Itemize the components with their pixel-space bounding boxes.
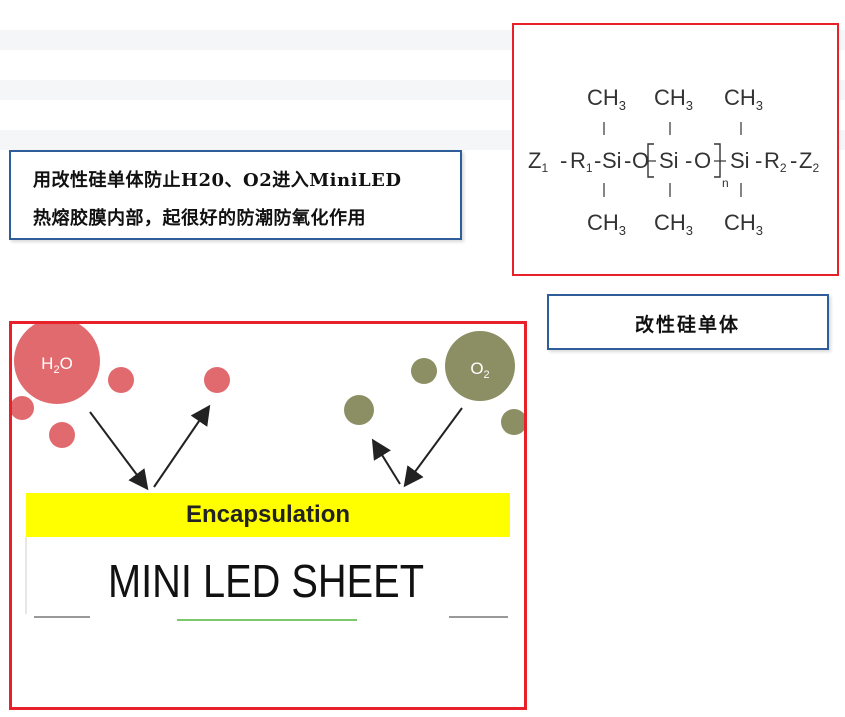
description-box: 用改性硅单体防止H20、O2进入MiniLED 热熔胶膜内部，起很好的防潮防氧化… (9, 150, 462, 240)
repeat-n: n (722, 176, 729, 190)
svg-text:-: - (755, 148, 762, 173)
o2-particle (411, 358, 437, 384)
mini-led-sheet (26, 537, 510, 617)
r2-label: R2 (764, 148, 787, 175)
o2-molecule (445, 331, 515, 401)
ch3-bottom-2: CH3 (654, 210, 693, 238)
ch3-bottom-1: CH3 (587, 210, 626, 238)
ch3-top-1: CH3 (587, 85, 626, 113)
si-atom-2: Si (659, 148, 679, 173)
h2o-molecule (14, 324, 100, 404)
o-atom-1: O (632, 148, 649, 173)
caption-box: 改性硅单体 (547, 294, 829, 350)
formula-structure: CH3 CH3 CH3 Z1 - R1 - Si - O Si - O n S (528, 85, 819, 238)
diagram-canvas: H2O O2 Encapsulation MINI LED SHEET (12, 324, 524, 621)
o2-particle (344, 395, 374, 425)
si-atom-1: Si (602, 148, 622, 173)
incoming-arrow (403, 407, 463, 488)
mini-led-sheet-label: MINI LED SHEET (108, 555, 424, 607)
encapsulation-label: Encapsulation (186, 501, 350, 528)
h2o-droplet (108, 367, 134, 393)
o2-particle (501, 409, 524, 435)
h2o-droplet (12, 396, 34, 420)
h2o-label: H2O (41, 354, 73, 376)
si-atom-3: Si (730, 148, 750, 173)
incoming-arrow (89, 411, 149, 491)
reflected-arrow (153, 404, 211, 488)
ch3-top-3: CH3 (724, 85, 763, 113)
z2-label: Z2 (799, 148, 819, 175)
h2o-droplet (49, 422, 75, 448)
ch3-top-2: CH3 (654, 85, 693, 113)
description-line-1: 用改性硅单体防止H20、O2进入MiniLED (33, 170, 402, 191)
formula-box: CH3 CH3 CH3 Z1 - R1 - Si - O Si - O n S (512, 23, 839, 276)
encapsulation-diagram: H2O O2 Encapsulation MINI LED SHEET (9, 321, 527, 710)
caption-label: 改性硅单体 (635, 314, 741, 336)
ch3-bottom-3: CH3 (724, 210, 763, 238)
h2o-droplet (204, 367, 230, 393)
svg-text:-: - (790, 148, 797, 173)
reflected-arrow (371, 438, 401, 485)
z1-label: Z1 (528, 148, 548, 175)
o-atom-2: O (694, 148, 711, 173)
description-line-2: 热熔胶膜内部，起很好的防潮防氧化作用 (33, 208, 366, 229)
svg-text:-: - (624, 148, 631, 173)
svg-text:-: - (685, 148, 692, 173)
r1-label: R1 (570, 148, 593, 175)
svg-text:-: - (594, 148, 601, 173)
svg-text:-: - (560, 148, 567, 173)
encapsulation-layer (26, 493, 510, 537)
